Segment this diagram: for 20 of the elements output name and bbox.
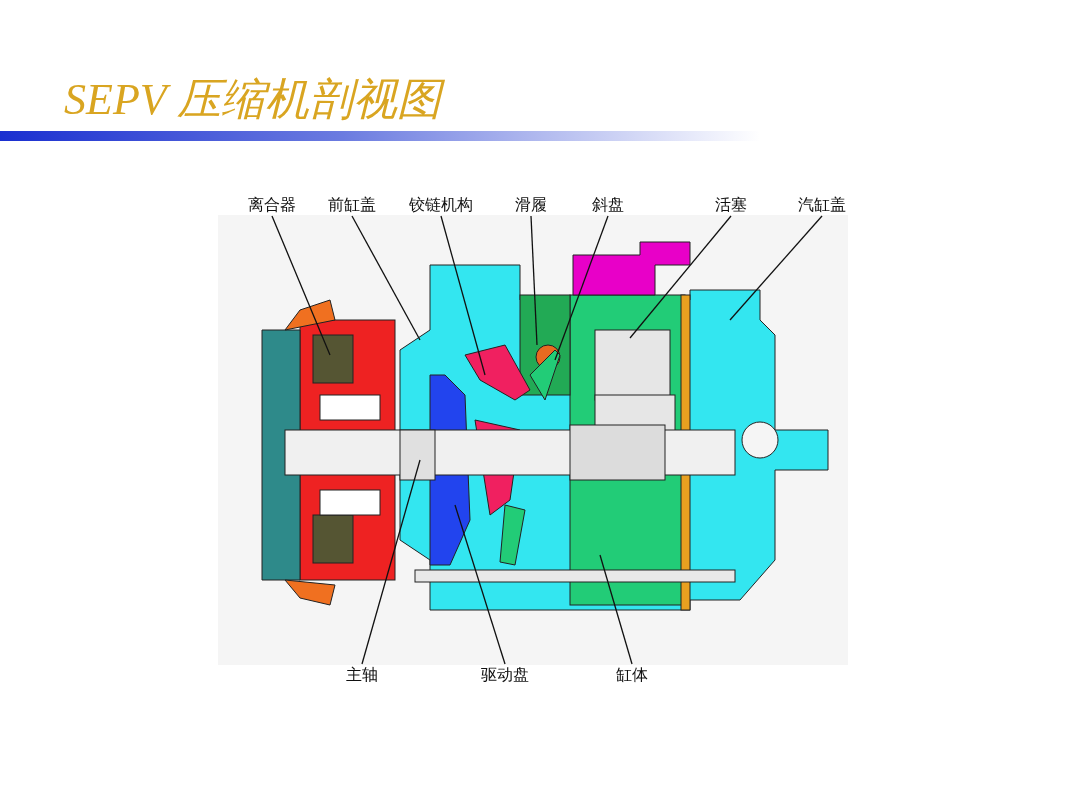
part-label: 汽缸盖 — [798, 195, 846, 215]
part-label: 主轴 — [346, 665, 378, 685]
part-label: 铰链机构 — [409, 195, 473, 215]
leader-line — [599, 554, 633, 665]
leader-line — [554, 215, 609, 361]
part-label: 离合器 — [248, 195, 296, 215]
leader-line — [271, 215, 331, 356]
part-label: 斜盘 — [592, 195, 624, 215]
part-label: 驱动盘 — [481, 665, 529, 685]
leader-line — [729, 215, 823, 321]
leader-line — [454, 504, 506, 665]
leader-line — [440, 215, 486, 376]
leader-line — [530, 215, 538, 346]
part-label: 前缸盖 — [328, 195, 376, 215]
part-label: 活塞 — [715, 195, 747, 215]
leader-line — [361, 459, 421, 665]
leader-line — [629, 215, 732, 339]
part-label: 滑履 — [515, 195, 547, 215]
leader-line — [351, 215, 421, 341]
part-label: 缸体 — [616, 665, 648, 685]
